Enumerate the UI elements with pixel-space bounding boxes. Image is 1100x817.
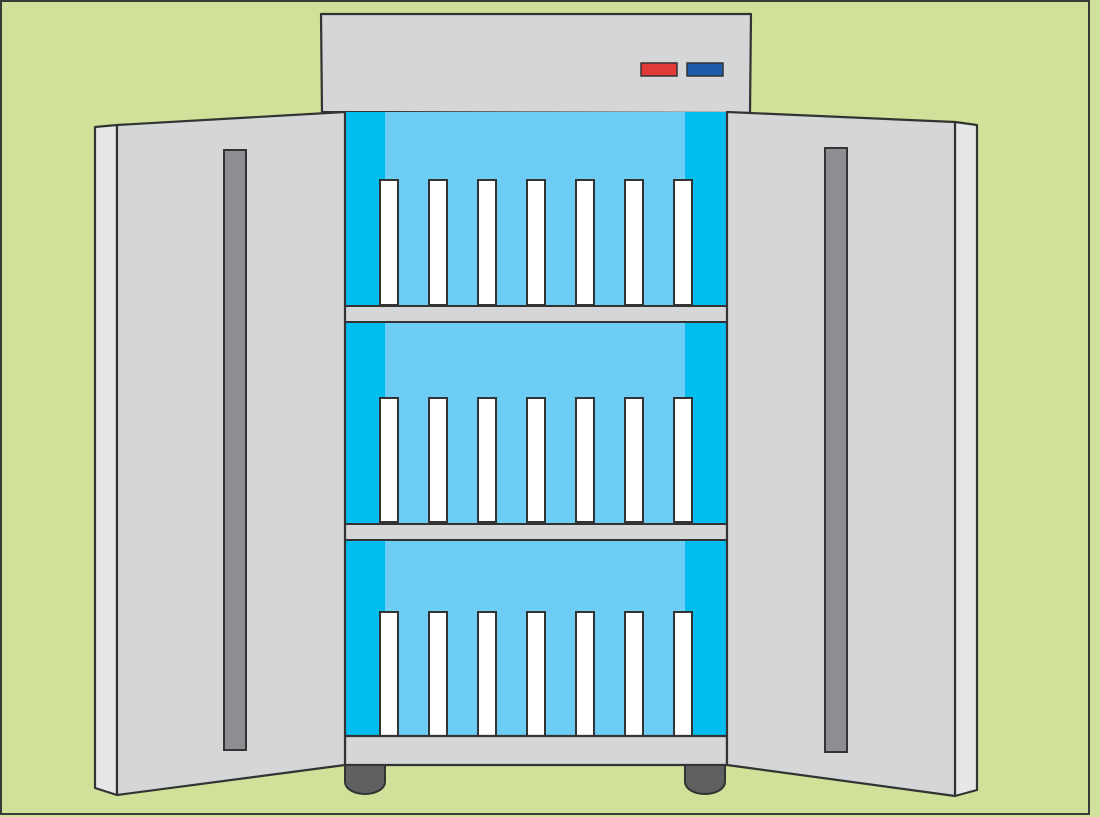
interior-left-wall <box>345 112 385 742</box>
slot <box>526 179 546 306</box>
shelf-stack <box>344 179 728 737</box>
shelf-board <box>344 305 728 323</box>
slot <box>428 611 448 737</box>
slot <box>624 179 644 306</box>
slot <box>428 179 448 306</box>
slot <box>673 611 693 737</box>
slot <box>526 611 546 737</box>
shelf <box>344 397 728 541</box>
blue-indicator-light <box>686 62 724 77</box>
control-box <box>319 12 753 115</box>
slot <box>379 611 399 737</box>
slot <box>379 397 399 523</box>
shelf-board <box>344 523 728 541</box>
left-door-handle[interactable] <box>223 149 247 751</box>
shelf <box>344 179 728 323</box>
slot <box>477 397 497 523</box>
caster-wheel <box>344 764 386 795</box>
caster-wheels <box>344 764 726 795</box>
right-door-handle[interactable] <box>824 147 848 753</box>
slot <box>575 611 595 737</box>
slot <box>575 397 595 523</box>
cabinet-base <box>343 734 729 767</box>
slot <box>624 611 644 737</box>
slot <box>673 179 693 306</box>
left-door-edge <box>93 123 119 797</box>
cabinet-interior <box>343 112 729 767</box>
indicator-lights <box>640 62 724 77</box>
slot <box>477 179 497 306</box>
shelf <box>379 611 693 737</box>
right-door-edge <box>953 120 979 798</box>
slot <box>673 397 693 523</box>
left-door[interactable] <box>93 110 347 797</box>
slot <box>526 397 546 523</box>
slot <box>477 611 497 737</box>
red-indicator-light <box>640 62 678 77</box>
caster-wheel <box>684 764 726 795</box>
slot <box>575 179 595 306</box>
slot <box>379 179 399 306</box>
right-door[interactable] <box>725 110 979 798</box>
interior-right-wall <box>685 112 727 742</box>
slot <box>428 397 448 523</box>
slot <box>624 397 644 523</box>
